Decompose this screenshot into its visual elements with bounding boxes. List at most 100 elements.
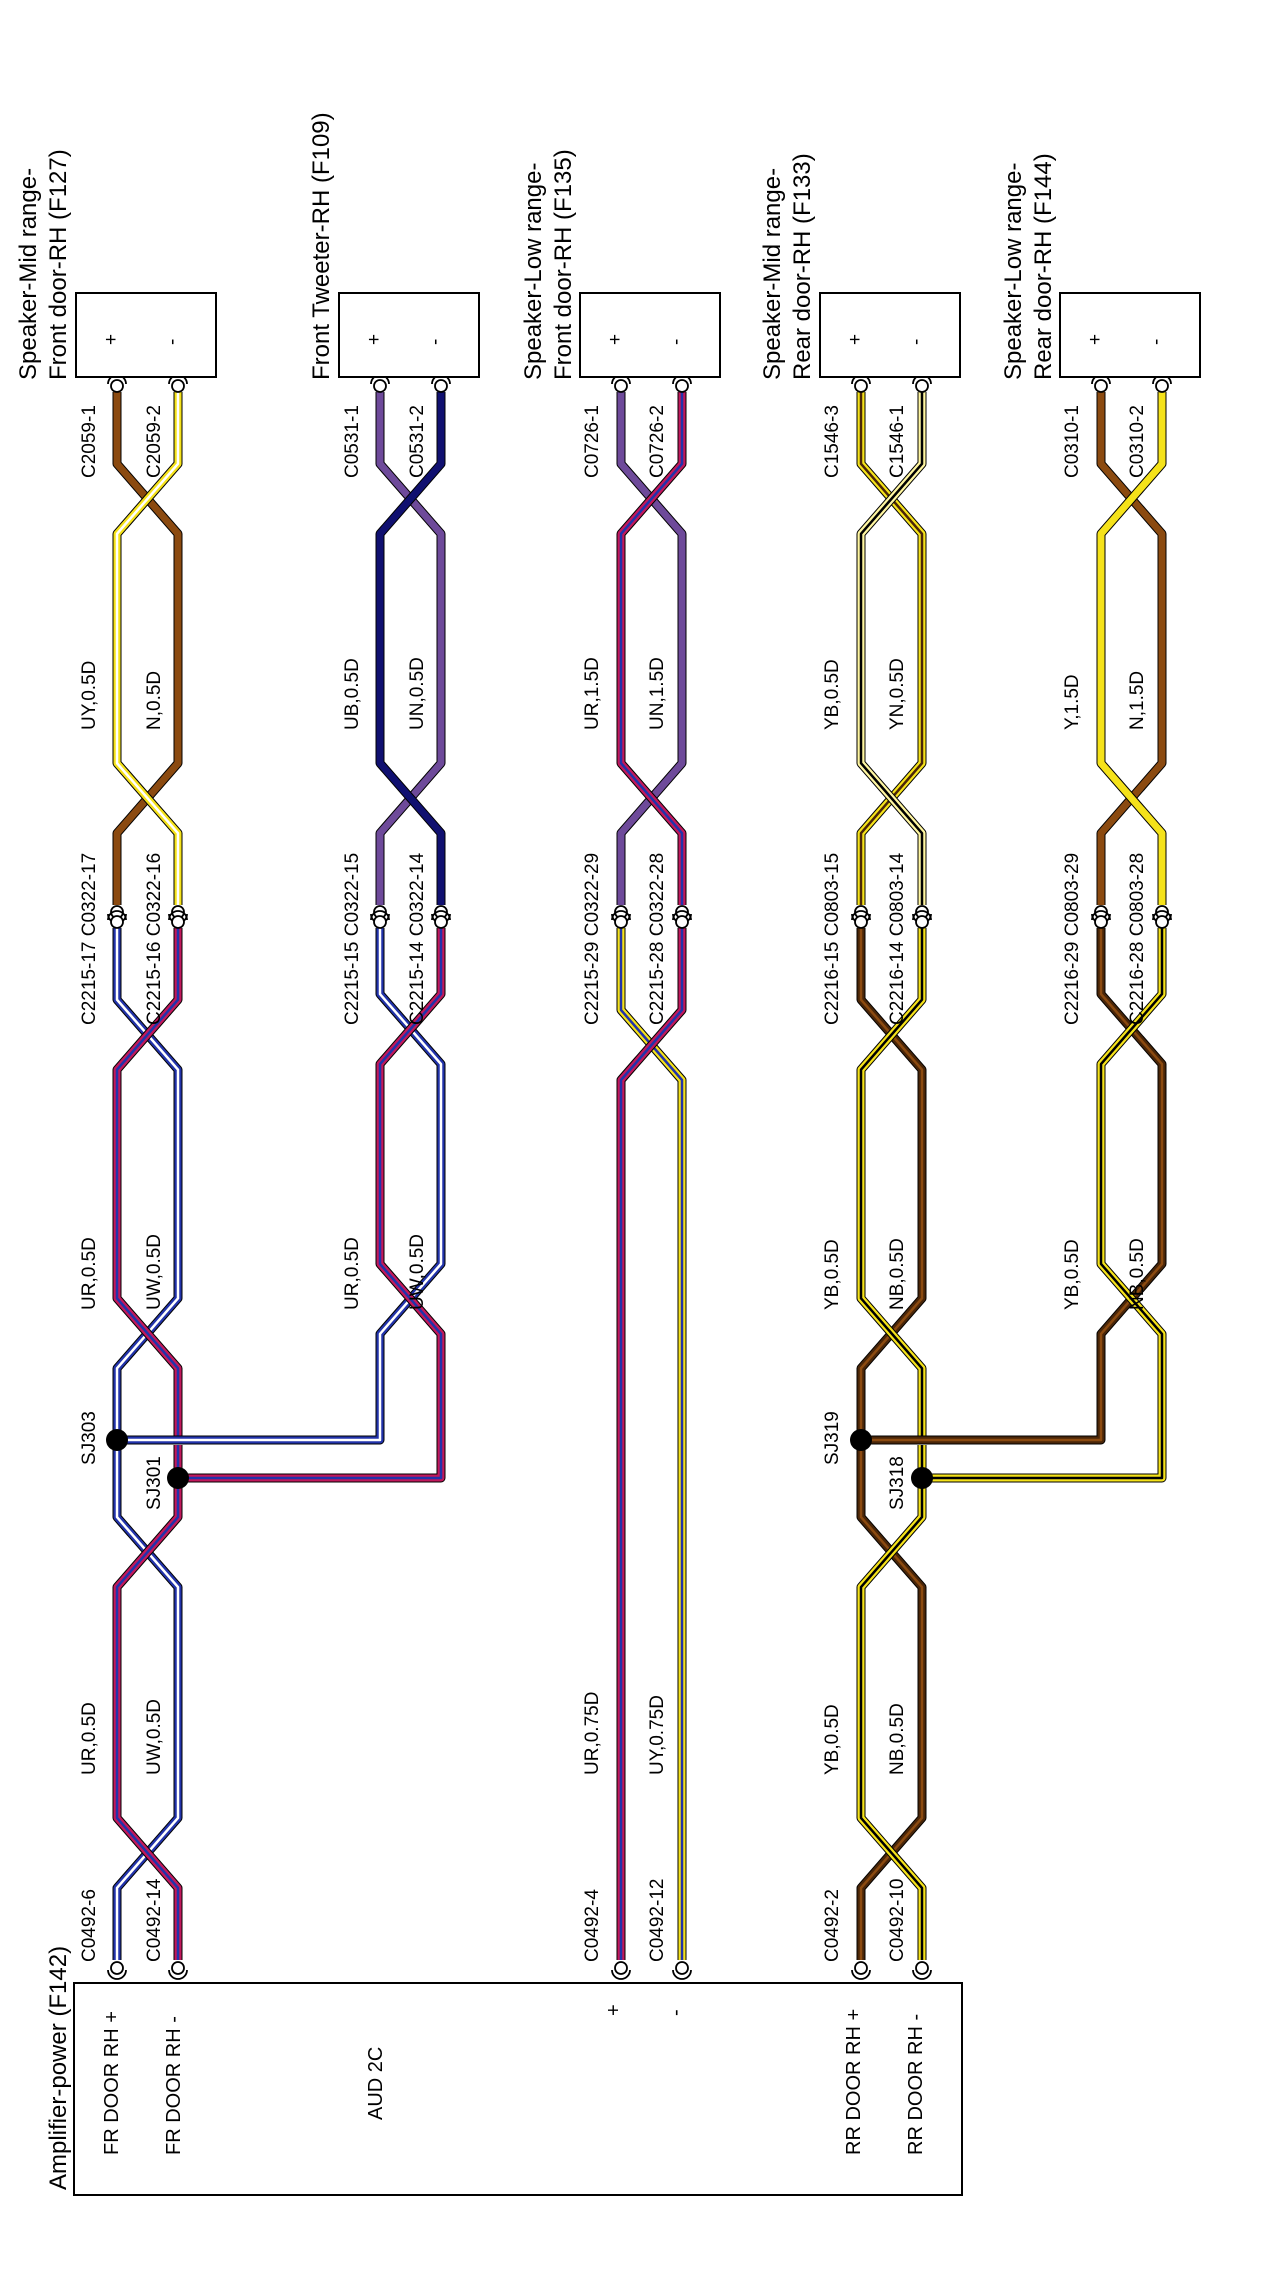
amp-terminal	[672, 1961, 692, 1980]
upper-2-wire-b	[616, 392, 687, 905]
wire-label: UW,0.5D	[144, 1699, 165, 1775]
pin-label: C0310-2	[1127, 405, 1148, 478]
inline-terminal-bottom	[168, 910, 188, 929]
inline-connector-label: C2215-14 C0322-14	[407, 852, 428, 1025]
pin-label: C0726-2	[647, 405, 668, 478]
speaker-title-line1: Speaker-Low range-	[520, 163, 547, 380]
inline-connector-label: C2215-16 C0322-16	[144, 853, 165, 1025]
splice-label: SJ319	[822, 1411, 843, 1465]
splice-sj303-branch	[117, 1400, 385, 1445]
speaker-plus-label: +	[101, 334, 122, 345]
speaker-title-line1: Speaker-Mid range-	[15, 168, 42, 380]
amp-pin-labels: C0492-6 C0492-14 C0492-4 C0492-12 C0492-…	[79, 1878, 908, 1962]
middle-wire-labels: UR,0.5D UW,0.5D UR,0.5D UW,0.5D YB,0.5D …	[79, 1234, 1148, 1310]
middle-0-wire-a	[112, 928, 183, 1440]
speaker-title-line1: Speaker-Low range-	[1000, 163, 1027, 380]
middle-0-wire-b	[112, 928, 183, 1440]
inline-terminal-bottom	[611, 910, 631, 929]
pin-label: C0531-1	[342, 405, 363, 478]
inline-connector-label: C2215-29 C0322-29	[582, 853, 603, 1025]
upper-4-wire-b	[1096, 392, 1167, 905]
wire-label: UY,0.75D	[647, 1695, 668, 1775]
wire-label: UW,0.5D	[144, 1234, 165, 1310]
wire-label: N,1.5D	[1127, 671, 1148, 730]
speaker-title-line2: Front door-RH (F135)	[550, 149, 577, 380]
speaker-minus-label: -	[906, 339, 927, 345]
lower-0-wire-b	[112, 1445, 183, 1960]
inline-terminal-bottom	[1152, 910, 1172, 929]
upper-0-wire-b	[112, 392, 183, 905]
lower-0-wire-a	[112, 1445, 183, 1960]
speaker-mid-rear-door: + - Speaker-Mid range- Rear door-RH (F13…	[759, 153, 961, 380]
wire-label: YB,0.5D	[822, 1704, 843, 1775]
splice-sj319-dot	[850, 1429, 872, 1451]
lower-3-wire-b	[856, 1445, 927, 1960]
pin-label: C0726-1	[582, 405, 603, 478]
pin-label: C0531-2	[407, 405, 428, 478]
speaker-minus-label: -	[1146, 339, 1167, 345]
speaker-box	[75, 292, 217, 378]
upper-3-wire-b	[856, 392, 927, 905]
middle-4-wire-a	[1096, 928, 1167, 1400]
speaker-minus-label: -	[666, 339, 687, 345]
inline-terminal-bottom	[851, 910, 871, 929]
inline-terminal-bottom	[370, 910, 390, 929]
inline-terminal-bottom	[672, 910, 692, 929]
upper-1-wire-b	[375, 392, 446, 905]
splice-labels: SJ303 SJ301 SJ319 SJ318	[79, 1411, 908, 1510]
pin-label: C2059-2	[144, 405, 165, 478]
wire-label: UN,0.5D	[407, 657, 428, 730]
amplifier-box	[73, 1982, 963, 2196]
wire-label: UB,0.5D	[342, 658, 363, 730]
speaker-title-line1: Front Tweeter-RH (F109)	[308, 112, 335, 380]
wire-label: UN,1.5D	[647, 657, 668, 730]
speaker-low-rear-door: + - Speaker-Low range- Rear door-RH (F14…	[1000, 153, 1201, 380]
speaker-low-front-door: + - Speaker-Low range- Front door-RH (F1…	[520, 149, 721, 380]
inline-connector-label: C2215-28 C0322-28	[647, 853, 668, 1025]
wire-label: YB,0.5D	[822, 659, 843, 730]
amp-low-plus-label: +	[603, 2004, 625, 2016]
low-front-wire-b	[616, 928, 687, 1960]
speaker-title-line2: Front door-RH (F127)	[45, 149, 72, 380]
speaker-terminal	[168, 374, 188, 393]
wires-layer	[112, 392, 1167, 1960]
speaker-box	[819, 292, 961, 378]
wire-label: UR,0.5D	[342, 1237, 363, 1310]
splice-sj319-branch	[861, 1400, 1106, 1445]
speaker-terminal	[370, 374, 390, 393]
wire-label: YB,0.5D	[1062, 1239, 1083, 1310]
upper-0-wire-a	[112, 392, 183, 905]
amp-terminal	[107, 1961, 127, 1980]
speaker-minus-label: -	[425, 339, 446, 345]
lower-wire-labels: UR,0.5D UW,0.5D UR,0.75D UY,0.75D YB,0.5…	[79, 1692, 908, 1775]
middle-4-wire-b	[1096, 928, 1167, 1400]
wire-label: UR,0.5D	[79, 1237, 100, 1310]
wire-label: NB,0.5D	[887, 1238, 908, 1310]
wire-label: UR,1.5D	[582, 657, 603, 730]
nodes-layer	[106, 374, 1172, 1980]
upper-4-wire-a	[1096, 392, 1167, 905]
wire-label: NB,0.5D	[887, 1703, 908, 1775]
speaker-plus-label: +	[1085, 334, 1106, 345]
splice-sj301-dot	[167, 1467, 189, 1489]
amp-terminal	[851, 1961, 871, 1980]
inline-terminal-bottom	[107, 910, 127, 929]
wire-label: YB,0.5D	[822, 1239, 843, 1310]
upper-1-wire-a	[375, 392, 446, 905]
speaker-plus-label: +	[364, 334, 385, 345]
inline-connector-label: C2216-14 C0803-14	[887, 852, 908, 1025]
speaker-minus-label: -	[162, 339, 183, 345]
inline-connector-labels: C2215-17 C0322-17 C2215-16 C0322-16 C221…	[79, 852, 1148, 1025]
amplifier-title: Amplifier-power (F142)	[45, 1946, 72, 2190]
pin-label: C2059-1	[79, 405, 100, 478]
middle-3-wire-a	[856, 928, 927, 1440]
inline-connector-label: C2215-15 C0322-15	[342, 853, 363, 1025]
pin-label: C0492-12	[647, 1879, 668, 1962]
pin-label: C1546-3	[822, 405, 843, 478]
upper-3-wire-a	[856, 392, 927, 905]
amp-terminal	[611, 1961, 631, 1980]
splice-sj301-branch	[178, 1400, 446, 1483]
speaker-terminal	[611, 374, 631, 393]
amp-low-minus-label: -	[665, 2009, 687, 2016]
